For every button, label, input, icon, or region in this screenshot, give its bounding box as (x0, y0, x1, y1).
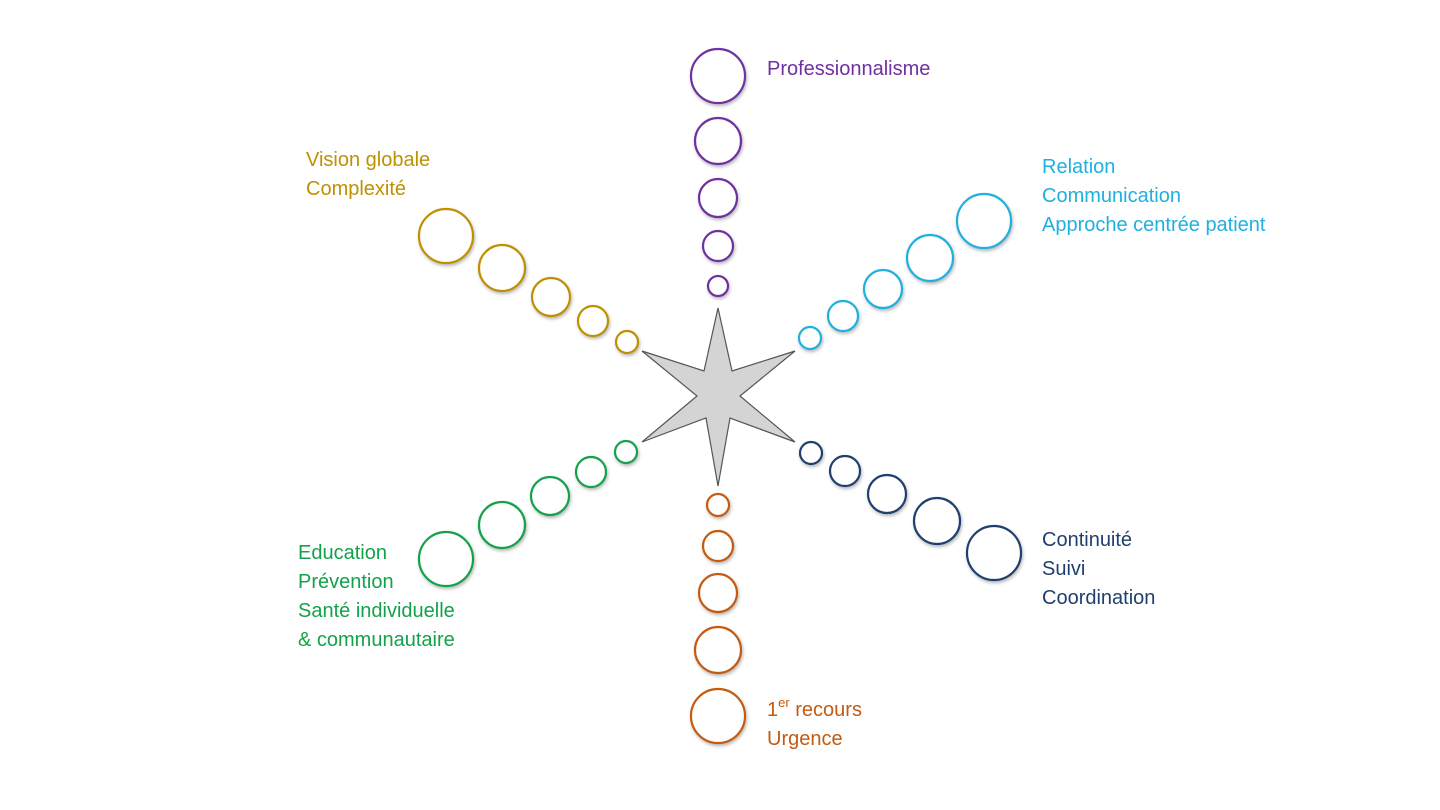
bubble (706, 274, 730, 298)
label-vision-globale: Vision globale Complexité (306, 146, 430, 204)
label-line-first-recours: 1er recours (767, 696, 862, 725)
label-continuite-suivi: Continuité Suivi Coordination (1042, 526, 1155, 613)
label-line: Continuité (1042, 529, 1133, 551)
ordinal-suffix: er (778, 695, 790, 711)
label-education-prevention: Education Prévention Santé individuelle … (298, 539, 455, 655)
branch-top-right-bubbles (797, 192, 1013, 351)
branch-top-left-bubbles (417, 207, 640, 355)
bubble (955, 192, 1013, 250)
bubble (701, 229, 735, 263)
label-professionnalisme: Professionnalisme (767, 55, 930, 84)
bubble (417, 207, 475, 265)
center-star-icon (641, 307, 796, 487)
bubble (828, 454, 862, 488)
bubble (689, 47, 747, 105)
branch-bottom-bubbles (689, 492, 747, 745)
bubble (965, 524, 1023, 582)
label-line: Approche centrée patient (1042, 214, 1266, 236)
label-line: Communication (1042, 185, 1181, 207)
label-line: Urgence (767, 728, 843, 750)
bubble (529, 475, 571, 517)
bubble (693, 625, 743, 675)
bubble (912, 496, 962, 546)
label-line: Relation (1042, 156, 1116, 178)
bubble (693, 116, 743, 166)
bubble (576, 304, 610, 338)
branch-bottom-right-bubbles (798, 440, 1023, 582)
bubble (826, 299, 860, 333)
bubble (862, 268, 904, 310)
label-line: Vision globale (306, 149, 431, 171)
bubble (697, 572, 739, 614)
bubble (417, 530, 475, 588)
bubble (866, 473, 908, 515)
bubble (689, 687, 747, 745)
bubble (477, 243, 527, 293)
label-line: Complexité (306, 178, 407, 200)
ordinal-number: 1 (767, 699, 779, 721)
bubble (614, 329, 640, 355)
bubble (701, 529, 735, 563)
label-line: Professionnalisme (767, 58, 931, 80)
bubble (477, 500, 527, 550)
bubble (797, 325, 823, 351)
label-line: Prévention (298, 571, 394, 593)
bubble (905, 233, 955, 283)
label-line: Education (298, 542, 387, 564)
bubble (697, 177, 739, 219)
label-relation-communication: Relation Communication Approche centrée … (1042, 153, 1266, 240)
bubble (798, 440, 824, 466)
bubble (613, 439, 639, 465)
bubble (574, 455, 608, 489)
branch-top-bubbles (689, 47, 747, 298)
label-line: & communautaire (298, 629, 455, 651)
label-line: Suivi (1042, 558, 1086, 580)
branch-bottom-left-bubbles (417, 439, 639, 588)
label-line-text: recours (795, 699, 862, 721)
label-line: Coordination (1042, 587, 1156, 609)
label-line: Santé individuelle (298, 600, 455, 622)
bubble (705, 492, 731, 518)
label-premier-recours: 1er recours Urgence (767, 696, 862, 754)
bubble (530, 276, 572, 318)
